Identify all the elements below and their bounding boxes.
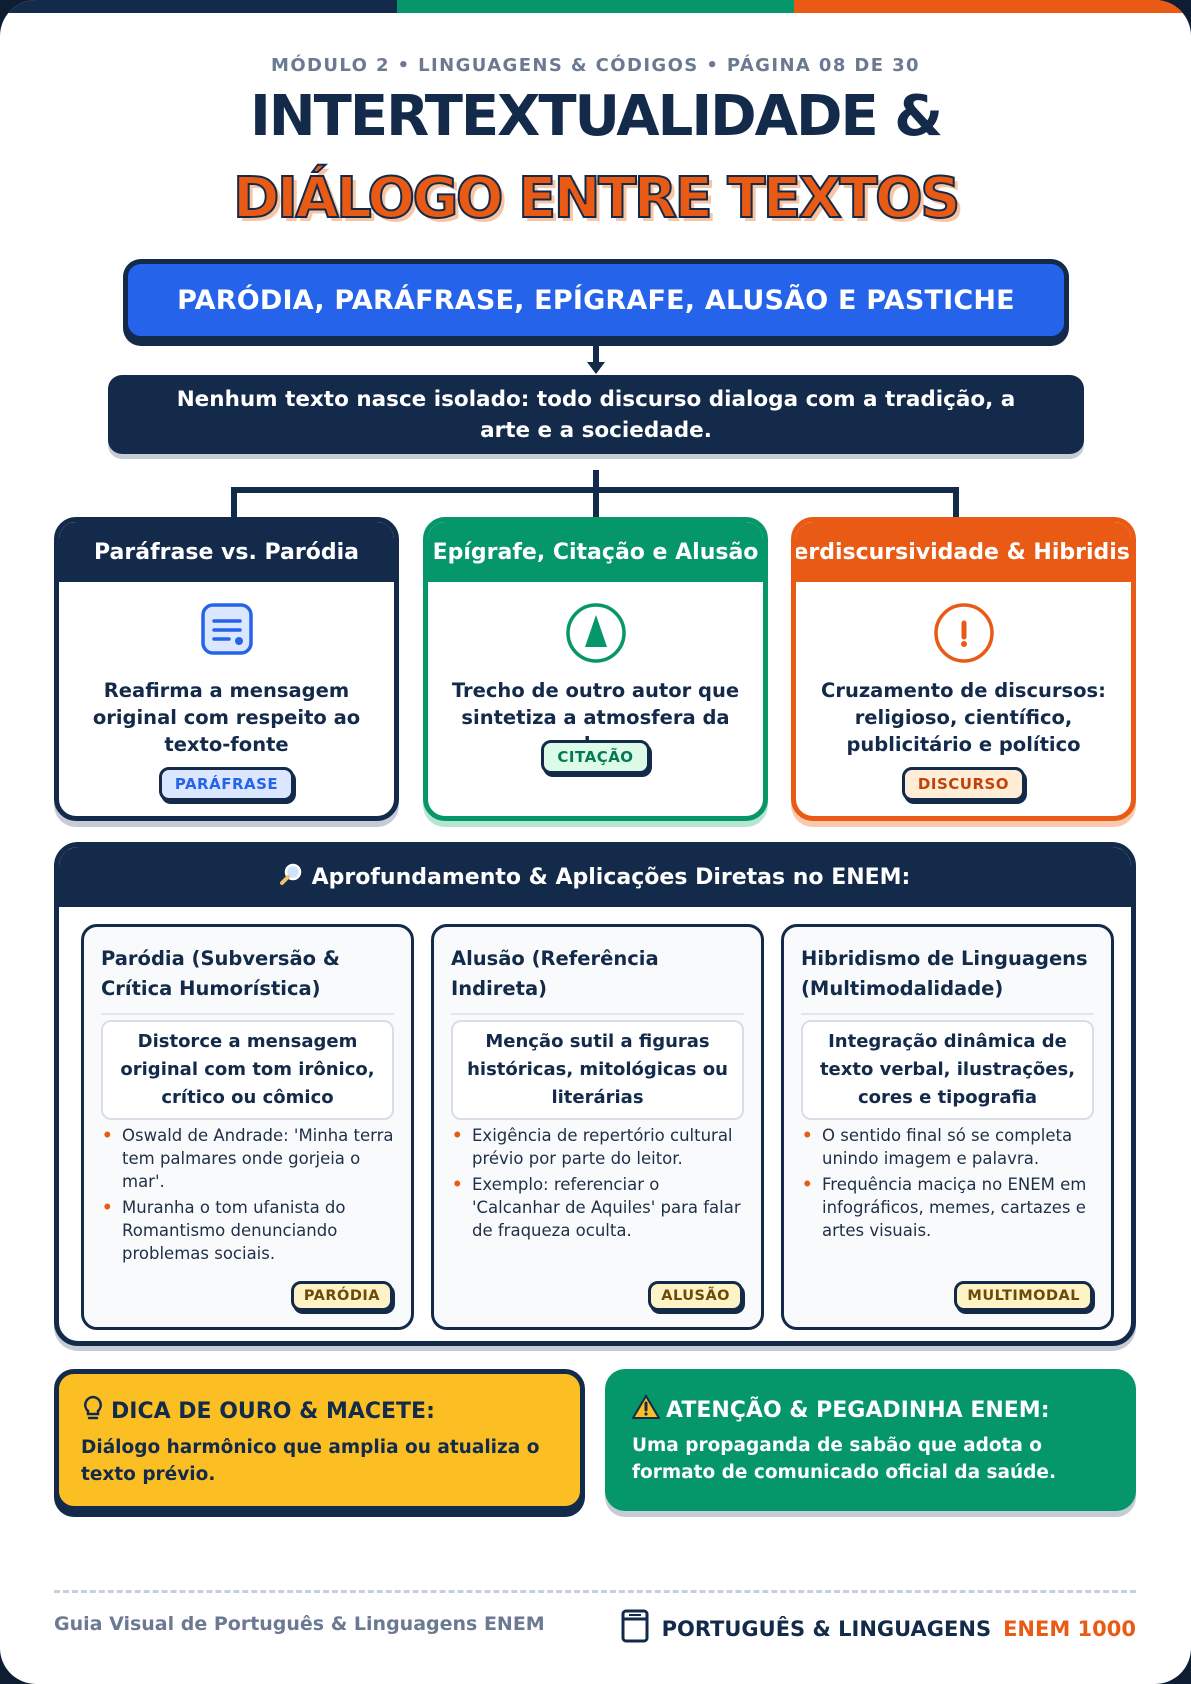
compass-icon	[564, 601, 628, 669]
deep-item-title: Alusão (Referência Indireta)	[451, 944, 744, 1015]
card-interdiscursivity: Interdiscursividade & Hibridismo Cruzame…	[791, 517, 1136, 821]
page-title-line1: INTERTEXTUALIDADE &	[249, 84, 943, 149]
gold-tip-text: Diálogo harmônico que amplia ou atualiza…	[81, 1437, 540, 1485]
deep-dive-header: Aprofundamento & Aplicações Diretas no E…	[59, 847, 1131, 907]
deep-item-tag: ALUSÃO	[648, 1281, 743, 1311]
warning-tip-box: ATENÇÃO & PEGADINHA ENEM: Uma propaganda…	[605, 1369, 1136, 1511]
tree-stem	[593, 470, 599, 520]
tree-right-drop	[953, 487, 959, 520]
connector-arrow	[587, 362, 605, 374]
warning-tip-text: Uma propaganda de sabão que adota o form…	[632, 1435, 1056, 1483]
warning-tip-title: ATENÇÃO & PEGADINHA ENEM:	[666, 1397, 1050, 1423]
list-item: Exigência de repertório cultural prévio …	[451, 1124, 747, 1170]
deep-item-parody: Paródia (Subversão & Crítica Humorística…	[81, 924, 414, 1330]
list-item: Muranha o tom ufanista do Romantismo den…	[101, 1196, 397, 1265]
deep-item-bullets: O sentido final só se completa unindo im…	[801, 1124, 1097, 1245]
card-title: Epígrafe, Citação e Alusão	[428, 522, 763, 582]
card-epigraph: Epígrafe, Citação e Alusão Trecho de out…	[423, 517, 768, 821]
card-title: Interdiscursividade & Hibridismo	[796, 522, 1131, 582]
card-tag: DISCURSO	[901, 767, 1026, 801]
list-item: Frequência maciça no ENEM em infográfico…	[801, 1173, 1097, 1242]
footer-brand-accent: ENEM 1000	[1003, 1616, 1136, 1641]
tree-left-drop	[231, 487, 237, 520]
card-text: Cruzamento de discursos: religioso, cien…	[821, 679, 1106, 756]
deep-item-definition: Distorce a mensagem original com tom irô…	[101, 1020, 394, 1120]
alert-icon	[932, 601, 996, 669]
footer-guide-text: Guia Visual de Português & Linguagens EN…	[54, 1613, 545, 1635]
magnifier-icon	[279, 862, 304, 892]
top-color-bar	[0, 0, 1191, 13]
deep-item-tag: MULTIMODAL	[954, 1281, 1093, 1311]
footer-brand-name: PORTUGUÊS & LINGUAGENS	[661, 1616, 992, 1641]
tree-bar	[231, 487, 959, 493]
lightbulb-icon	[81, 1394, 105, 1428]
deep-dive-title: Aprofundamento & Aplicações Diretas no E…	[311, 864, 911, 890]
deep-item-title: Paródia (Subversão & Crítica Humorística…	[101, 944, 394, 1015]
gold-tip-box: DICA DE OURO & MACETE: Diálogo harmônico…	[54, 1369, 585, 1511]
card-paraphrase: Paráfrase vs. Paródia Reafirma a mensage…	[54, 517, 399, 821]
list-item: Oswald de Andrade: 'Minha terra tem palm…	[101, 1124, 397, 1193]
card-text: Reafirma a mensagem original com respeit…	[92, 679, 361, 756]
deep-item-definition: Menção sutil a figuras históricas, mitol…	[451, 1020, 744, 1120]
footer-divider	[54, 1590, 1136, 1593]
card-tag: CITAÇÃO	[541, 740, 650, 774]
list-item: O sentido final só se completa unindo im…	[801, 1124, 1097, 1170]
footer-brand: PORTUGUÊS & LINGUAGENS ENEM 1000	[620, 1609, 1136, 1648]
warning-icon	[631, 1394, 661, 1426]
module-eyebrow: MÓDULO 2 • LINGUAGENS & CÓDIGOS • PÁGINA…	[271, 55, 920, 76]
card-title: Paráfrase vs. Paródia	[59, 522, 394, 582]
deep-item-title: Hibridismo de Linguagens (Multimodalidad…	[801, 944, 1094, 1015]
deep-dive-section: Aprofundamento & Aplicações Diretas no E…	[54, 842, 1136, 1346]
deep-item-definition: Integração dinâmica de texto verbal, ilu…	[801, 1020, 1094, 1120]
deep-item-bullets: Oswald de Andrade: 'Minha terra tem palm…	[101, 1124, 397, 1268]
card-tag: PARÁFRASE	[158, 767, 295, 801]
book-icon	[620, 1609, 650, 1648]
connector-line	[593, 343, 599, 363]
page-title-line2: DIÁLOGO ENTRE TEXTOS	[232, 165, 961, 232]
gold-tip-title: DICA DE OURO & MACETE:	[111, 1398, 435, 1424]
deep-item-hybridism: Hibridismo de Linguagens (Multimodalidad…	[781, 924, 1114, 1330]
deep-item-tag: PARÓDIA	[290, 1281, 393, 1311]
topics-banner: PARÓDIA, PARÁFRASE, EPÍGRAFE, ALUSÃO E P…	[123, 259, 1069, 341]
deep-item-allusion: Alusão (Referência Indireta) Menção suti…	[431, 924, 764, 1330]
deep-item-bullets: Exigência de repertório cultural prévio …	[451, 1124, 747, 1245]
document-icon	[199, 601, 255, 661]
intro-statement: Nenhum texto nasce isolado: todo discurs…	[108, 375, 1084, 454]
list-item: Exemplo: referenciar o 'Calcanhar de Aqu…	[451, 1173, 747, 1242]
